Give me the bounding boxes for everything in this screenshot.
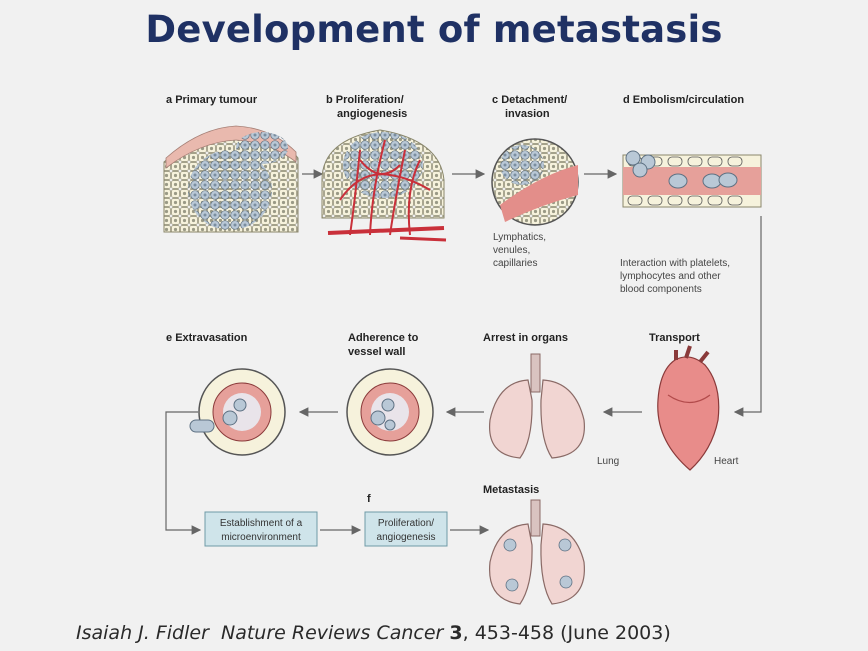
detachment-illustration	[491, 138, 579, 226]
stage-f-box: Proliferation/ angiogenesis	[364, 511, 448, 547]
primary-tumour-illustration	[163, 125, 299, 233]
citation-author: Isaiah J. Fidler	[76, 622, 209, 644]
slide-title: Development of metastasis	[145, 8, 723, 51]
citation-journal: Nature Reviews Cancer	[220, 622, 444, 644]
angiogenesis-illustration	[321, 129, 447, 242]
heart-label: Heart	[714, 456, 739, 467]
adherence-label-2: vessel wall	[348, 346, 406, 358]
metastasis-label: Metastasis	[483, 484, 539, 496]
adherence-illustration	[346, 368, 434, 456]
stage-e-label: e Extravasation	[166, 332, 248, 344]
arrest-label: Arrest in organs	[483, 332, 568, 344]
stage-b-label: b Proliferation/	[326, 94, 404, 106]
lung-label: Lung	[597, 456, 619, 467]
adherence-label-1: Adherence to	[348, 332, 419, 344]
lung-icon	[488, 353, 585, 459]
arrow-extravasation-establishment	[165, 411, 202, 535]
stage-f-line-2: angiogenesis	[377, 532, 436, 543]
stage-c-label-line2: invasion	[505, 108, 550, 120]
stage-c-label: c Detachment/	[492, 94, 567, 106]
lymph-note-1: Lymphatics,	[493, 232, 546, 243]
stage-d-label: d Embolism/circulation	[623, 94, 744, 106]
lymph-note-3: capillaries	[493, 258, 537, 269]
citation-pages: , 453-458 (June 2003)	[462, 622, 671, 644]
stage-a-label: a Primary tumour	[166, 94, 258, 106]
transport-label: Transport	[649, 332, 700, 344]
interaction-note-2: lymphocytes and other	[620, 271, 721, 282]
establishment-line-2: microenvironment	[221, 532, 301, 543]
stage-f-line-1: Proliferation/	[378, 518, 434, 529]
citation-volume: 3	[449, 622, 463, 644]
interaction-note-1: Interaction with platelets,	[620, 258, 730, 269]
vessel-circulation-illustration	[622, 150, 762, 208]
stage-f-letter: f	[367, 493, 371, 505]
heart-icon	[657, 345, 720, 471]
arrow-d-transport	[733, 216, 762, 417]
establishment-line-1: Establishment of a	[220, 518, 303, 529]
citation: Isaiah J. Fidler Nature Reviews Cancer 3…	[76, 622, 671, 644]
establishment-box: Establishment of a microenvironment	[204, 511, 318, 547]
stage-b-label-line2: angiogenesis	[337, 108, 407, 120]
interaction-note-3: blood components	[620, 284, 702, 295]
lymph-note-2: venules,	[493, 245, 530, 256]
extravasation-illustration	[189, 368, 286, 456]
metastasis-lung-icon	[488, 499, 585, 605]
